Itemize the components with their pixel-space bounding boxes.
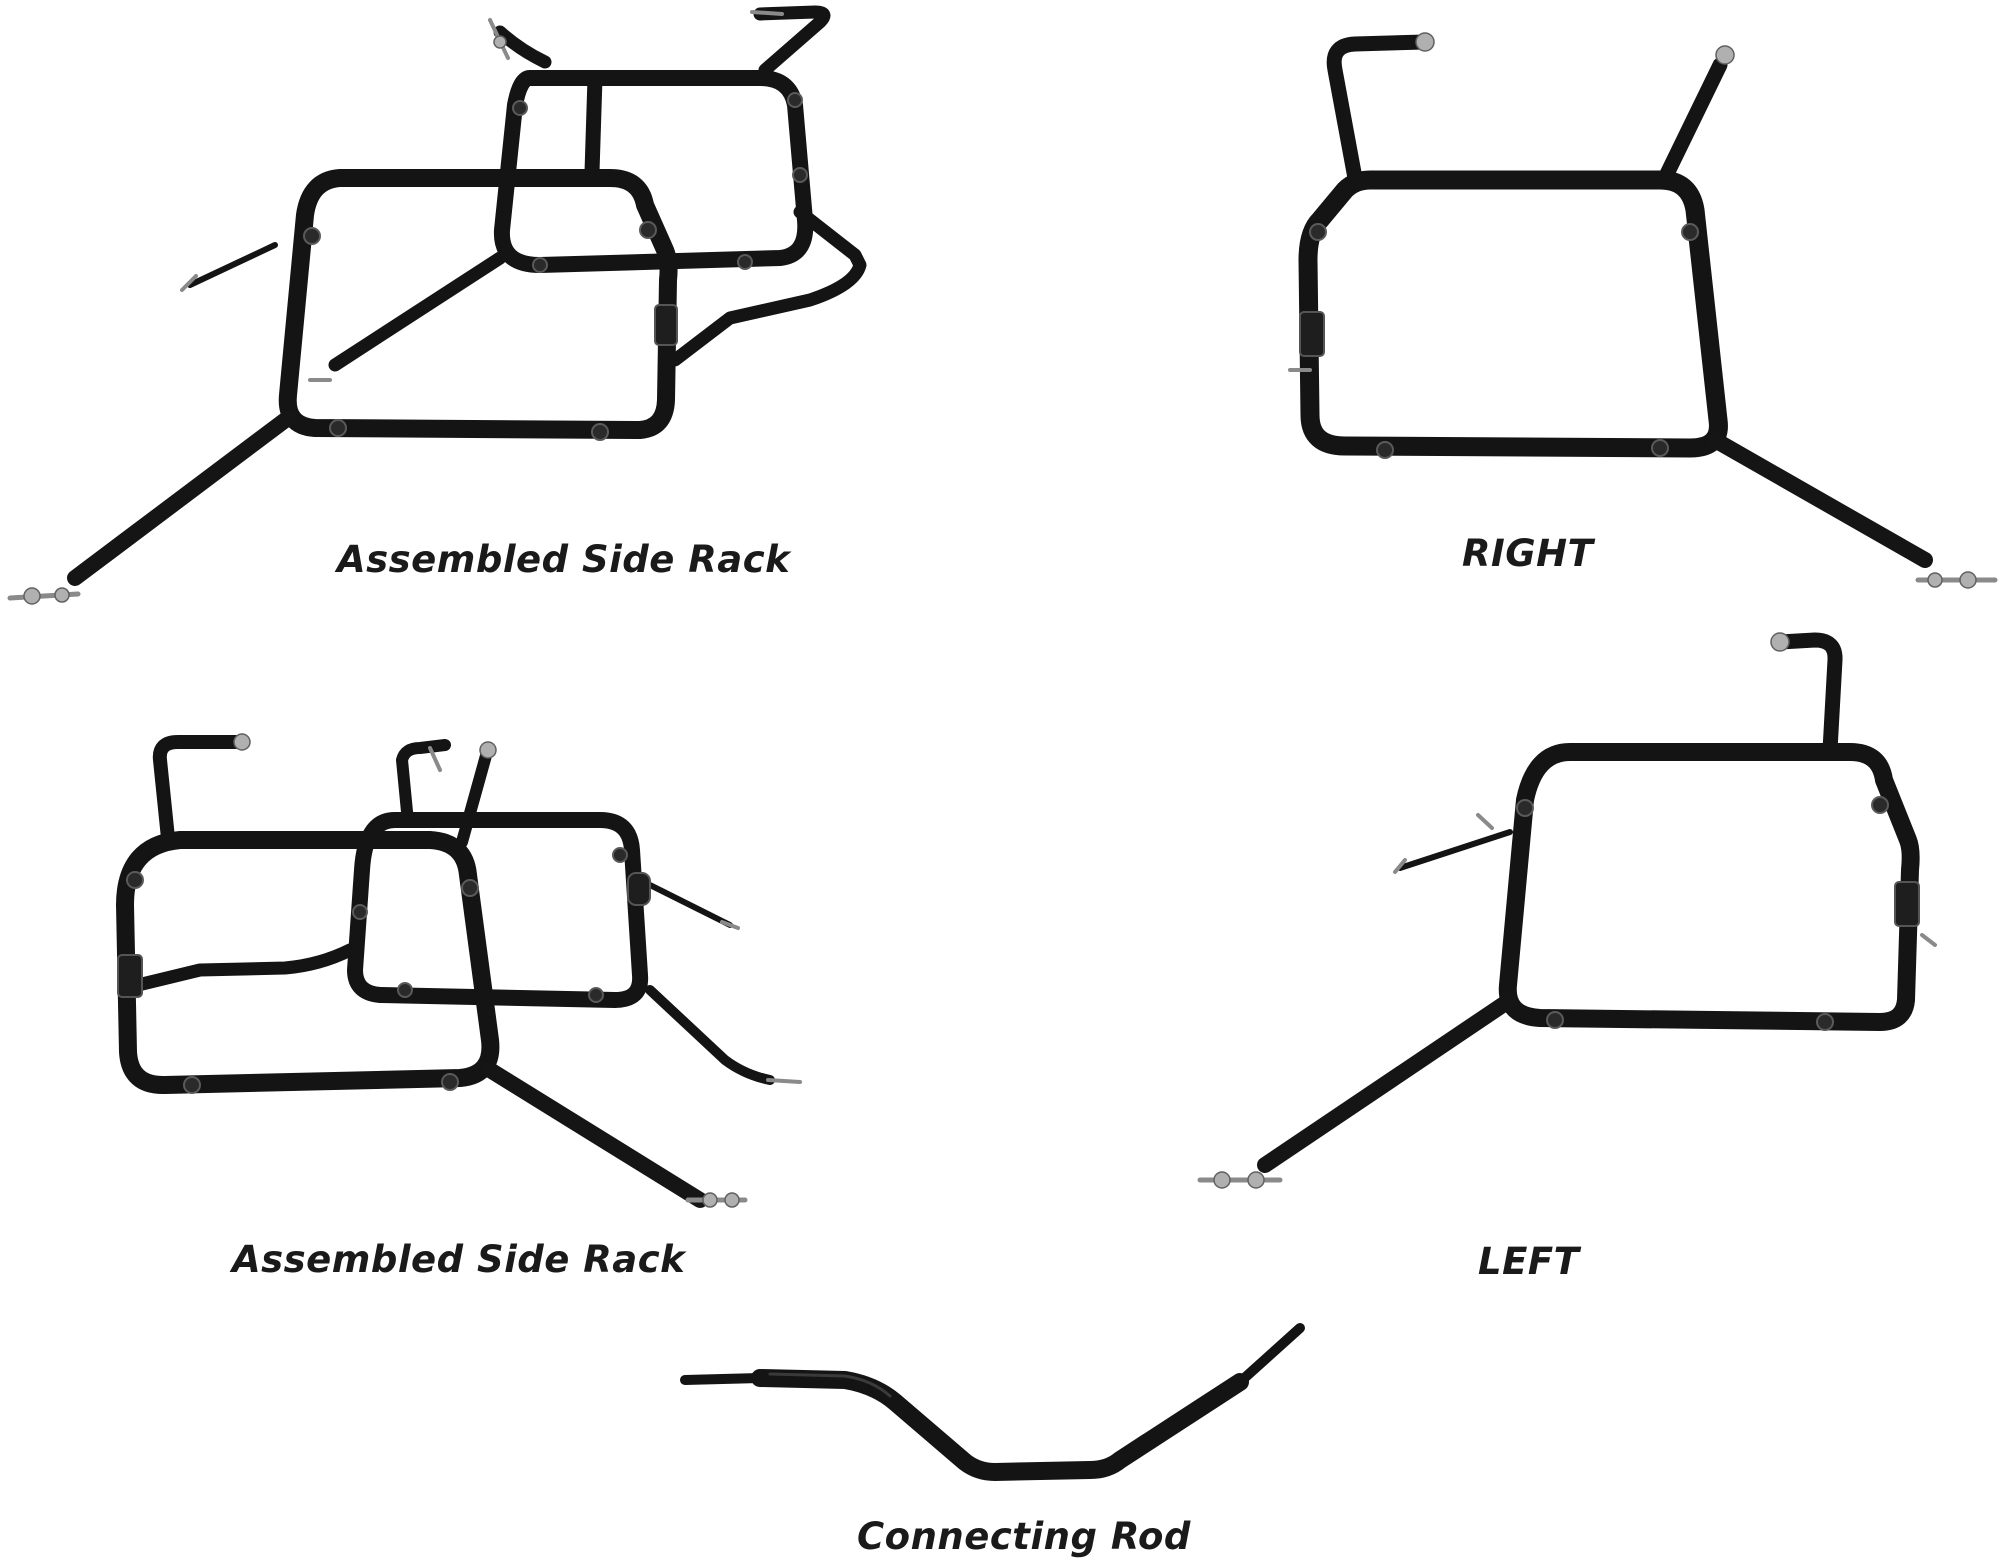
caption-assembled-side-rack-top: Assembled Side Rack bbox=[337, 538, 791, 581]
assembled-side-rack-bottom-figure bbox=[116, 733, 802, 1208]
caption-connecting-rod: Connecting Rod bbox=[857, 1515, 1191, 1558]
assembled-side-rack-top-figure bbox=[7, 5, 867, 605]
caption-assembled-side-rack-bottom: Assembled Side Rack bbox=[232, 1238, 686, 1281]
left-rack-figure bbox=[1197, 632, 1937, 1189]
connecting-rod-figure bbox=[680, 1323, 1305, 1481]
right-rack-figure bbox=[1288, 32, 1998, 589]
caption-right: RIGHT bbox=[1462, 532, 1594, 575]
caption-left: LEFT bbox=[1478, 1240, 1580, 1283]
